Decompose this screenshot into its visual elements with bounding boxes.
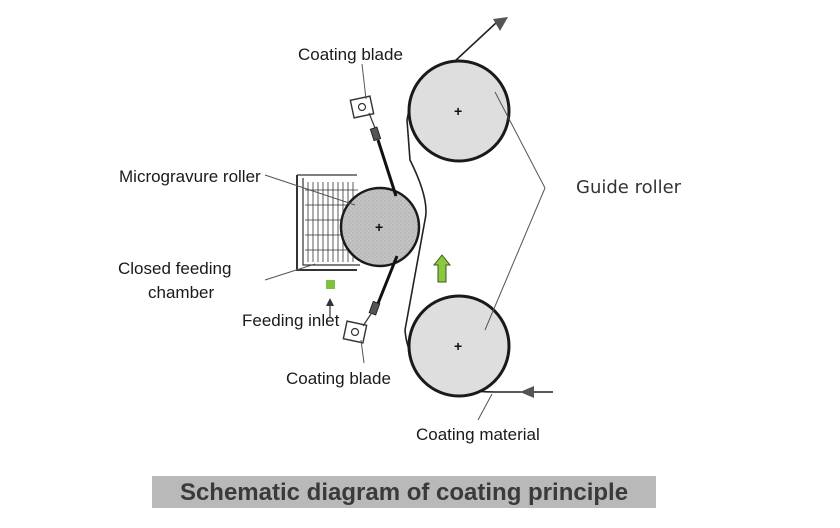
coating-blade-top-assembly bbox=[349, 95, 398, 197]
feeding-inlet-port bbox=[326, 280, 335, 289]
label-closed-feeding-line1: Closed feeding bbox=[118, 259, 231, 278]
label-coating-blade-top: Coating blade bbox=[298, 45, 403, 64]
label-feeding-inlet: Feeding inlet bbox=[242, 311, 340, 330]
web-direction-arrow bbox=[432, 254, 452, 283]
label-coating-material: Coating material bbox=[416, 425, 540, 444]
caption-text: Schematic diagram of coating principle bbox=[180, 479, 628, 506]
leader-lines bbox=[264, 63, 546, 421]
caption-background bbox=[152, 476, 656, 508]
guide-roller-bottom: + bbox=[407, 294, 511, 398]
web-arrow-in bbox=[520, 386, 534, 398]
label-coating-blade-bottom: Coating blade bbox=[286, 369, 391, 388]
center-mark: + bbox=[454, 338, 462, 354]
label-closed-feeding-line2: chamber bbox=[148, 283, 214, 302]
center-mark: + bbox=[454, 103, 462, 119]
microgravure-roller: + bbox=[339, 186, 421, 268]
coating-blade-bottom-assembly bbox=[342, 255, 399, 344]
web-arrow-out bbox=[493, 17, 508, 31]
label-microgravure-roller: Microgravure roller bbox=[119, 167, 261, 186]
feeding-inlet-arrow bbox=[326, 298, 334, 318]
center-mark: + bbox=[375, 219, 383, 235]
label-guide-roller: Guide roller bbox=[576, 177, 682, 198]
guide-roller-top: + bbox=[407, 59, 511, 163]
